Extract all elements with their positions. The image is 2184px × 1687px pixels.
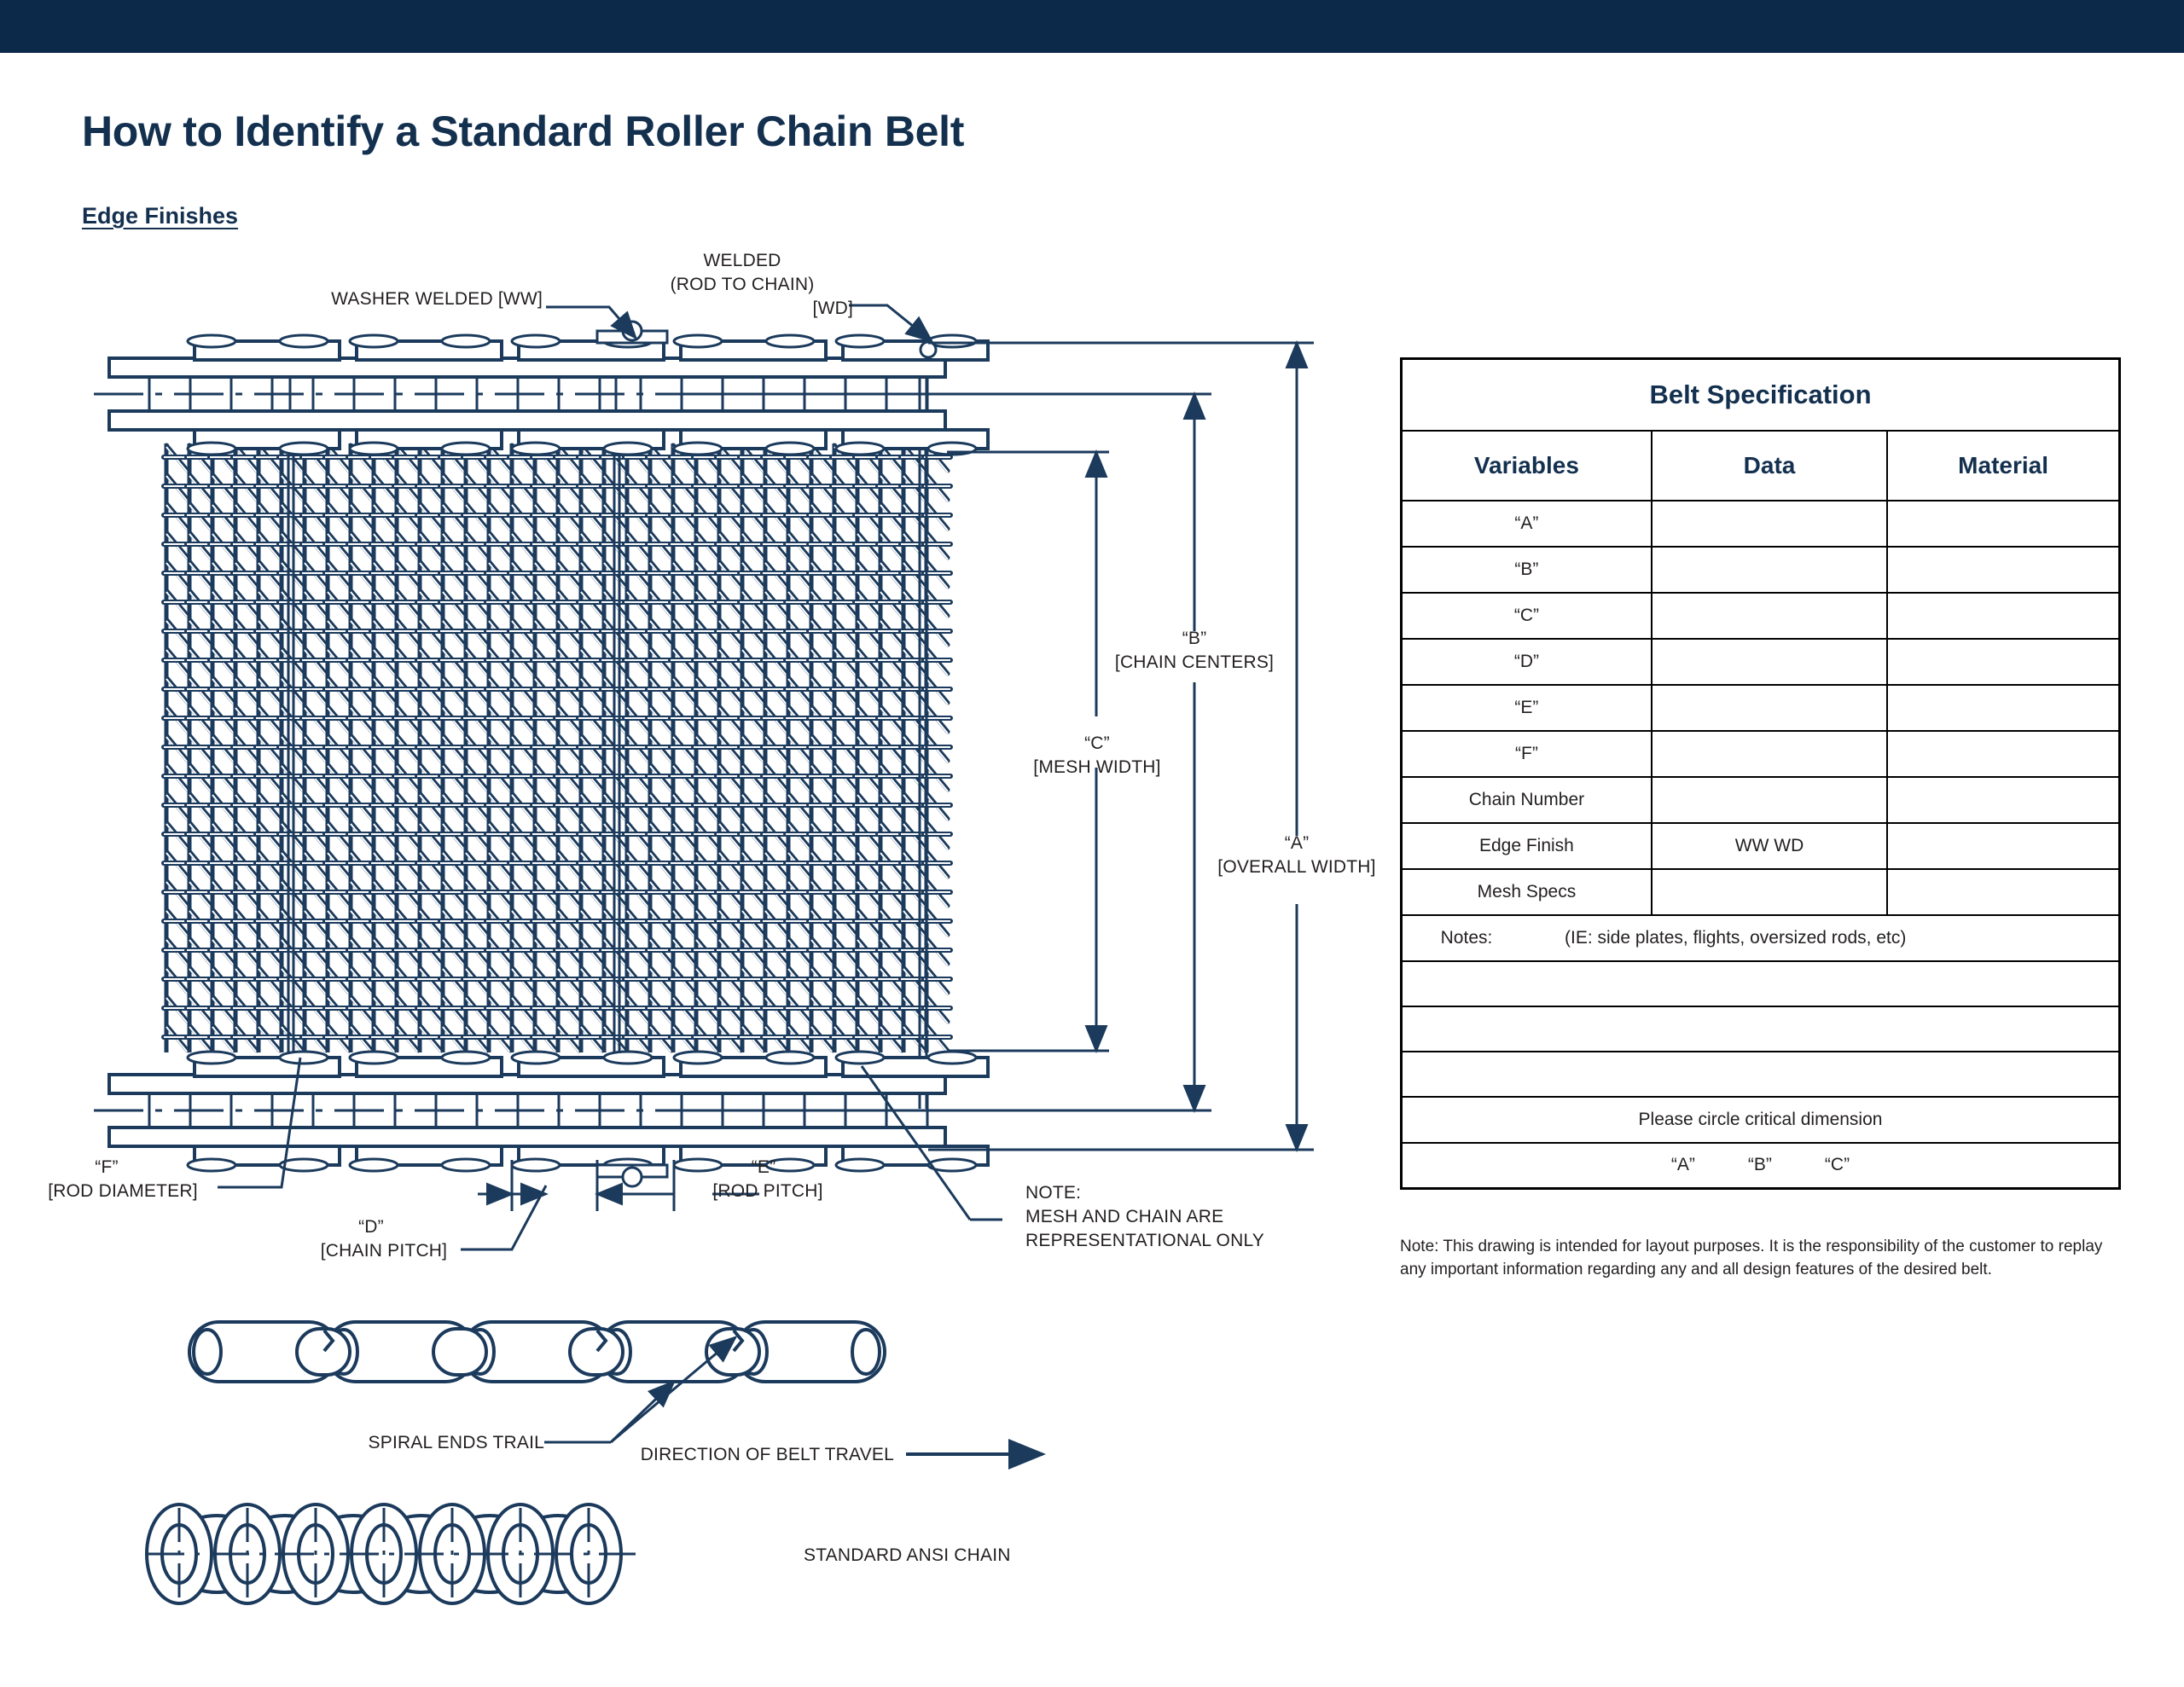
table-row: “D” <box>1400 637 2121 686</box>
table-row: Mesh Specs <box>1400 867 2121 916</box>
data-field-mesh-specs[interactable] <box>1650 867 1889 916</box>
spiral-ends-trail-label: SPIRAL ENDS TRAIL <box>368 1433 544 1452</box>
direction-of-belt-travel-label: DIRECTION OF BELT TRAVEL <box>640 1445 894 1464</box>
data-field-c[interactable] <box>1650 591 1889 640</box>
critical-dim-a[interactable]: “A” <box>1670 1155 1695 1175</box>
notes-cell: Notes: (IE: side plates, flights, oversi… <box>1400 913 2121 962</box>
table-row: “E” <box>1400 683 2121 732</box>
variable-label-chain-number: Chain Number <box>1400 775 1653 824</box>
material-field-b[interactable] <box>1886 545 2121 594</box>
data-field-chain-number[interactable] <box>1650 775 1889 824</box>
circle-critical-dimension-label: Please circle critical dimension <box>1400 1095 2121 1144</box>
blank-note-row <box>1400 1050 2121 1098</box>
belt-specification-title: Belt Specification <box>1400 357 2121 432</box>
data-field-b[interactable] <box>1650 545 1889 594</box>
data-field-f[interactable] <box>1650 729 1889 778</box>
blank-note-row <box>1400 959 2121 1007</box>
variable-label-d: “D” <box>1400 637 1653 686</box>
notes-row: Notes: (IE: side plates, flights, oversi… <box>1400 913 2121 962</box>
critical-dim-c[interactable]: “C” <box>1824 1155 1850 1175</box>
material-field-mesh-specs[interactable] <box>1886 867 2121 916</box>
dim-a-symbol: “A” <box>1284 833 1310 853</box>
notes-label: Notes: <box>1440 927 1493 948</box>
table-title-row: Belt Specification <box>1400 357 2121 432</box>
blank-note-row <box>1400 1005 2121 1052</box>
material-field-f[interactable] <box>1886 729 2121 778</box>
section-heading: Edge Finishes <box>82 203 239 229</box>
variable-label-f: “F” <box>1400 729 1653 778</box>
material-field-d[interactable] <box>1886 637 2121 686</box>
variable-label-b: “B” <box>1400 545 1653 594</box>
note-line3: REPRESENTATIONAL ONLY <box>1025 1231 1264 1250</box>
table-header-row: Variables Data Material <box>1400 429 2121 501</box>
variable-label-mesh-specs: Mesh Specs <box>1400 867 1653 916</box>
notes-example: (IE: side plates, flights, oversized rod… <box>1565 927 1907 948</box>
dim-d-symbol: “D” <box>358 1217 384 1237</box>
blank-note-field-2[interactable] <box>1400 1005 2121 1052</box>
variable-label-c: “C” <box>1400 591 1653 640</box>
technical-drawing <box>94 304 1314 1605</box>
table-row: “C” <box>1400 591 2121 640</box>
dim-e-label: [ROD PITCH] <box>712 1181 823 1201</box>
table-row: “A” <box>1400 499 2121 548</box>
table-footnote: Note: This drawing is intended for layou… <box>1400 1238 2103 1278</box>
callout-welded-line2: (ROD TO CHAIN) <box>670 275 815 294</box>
belt-specification-table: Belt Specification Variables Data Materi… <box>1400 357 2121 1190</box>
callout-washer-welded: WASHER WELDED [WW] <box>331 289 543 309</box>
dim-c-label: [MESH WIDTH] <box>1033 757 1161 777</box>
data-field-a[interactable] <box>1650 499 1889 548</box>
critical-dim-b[interactable]: “B” <box>1747 1155 1772 1175</box>
material-field-chain-number[interactable] <box>1886 775 2121 824</box>
table-row: “B” <box>1400 545 2121 594</box>
dim-c-symbol: “C” <box>1084 733 1110 753</box>
circle-instruction-row: Please circle critical dimension <box>1400 1095 2121 1144</box>
callout-welded-line1: WELDED <box>703 251 781 270</box>
dim-d-label: [CHAIN PITCH] <box>320 1241 448 1261</box>
column-header-variables: Variables <box>1400 429 1653 501</box>
column-header-data: Data <box>1650 429 1889 501</box>
critical-dimensions-cell: “A” “B” “C” <box>1400 1141 2121 1190</box>
variable-label-edge-finish: Edge Finish <box>1400 821 1653 870</box>
table-row: Edge Finish WW WD <box>1400 821 2121 870</box>
table-row: Chain Number <box>1400 775 2121 824</box>
material-field-c[interactable] <box>1886 591 2121 640</box>
variable-label-e: “E” <box>1400 683 1653 732</box>
critical-dims-row: “A” “B” “C” <box>1400 1141 2121 1190</box>
data-field-e[interactable] <box>1650 683 1889 732</box>
dim-e-symbol: “E” <box>751 1157 776 1177</box>
dim-a-label: [OVERALL WIDTH] <box>1217 857 1376 877</box>
dim-b-label: [CHAIN CENTERS] <box>1114 652 1275 672</box>
material-field-edge-finish[interactable] <box>1886 821 2121 870</box>
data-field-d[interactable] <box>1650 637 1889 686</box>
dim-f-symbol: “F” <box>95 1157 119 1177</box>
data-field-edge-finish[interactable]: WW WD <box>1650 821 1889 870</box>
dim-b-symbol: “B” <box>1182 629 1207 648</box>
dim-f-label: [ROD DIAMETER] <box>48 1181 198 1201</box>
variable-label-a: “A” <box>1400 499 1653 548</box>
material-field-e[interactable] <box>1886 683 2121 732</box>
header-bar <box>0 0 2184 53</box>
callout-welded-line3: [WD] <box>812 299 853 318</box>
material-field-a[interactable] <box>1886 499 2121 548</box>
page-title: How to Identify a Standard Roller Chain … <box>82 107 965 155</box>
table-row: “F” <box>1400 729 2121 778</box>
note-line2: MESH AND CHAIN ARE <box>1025 1207 1224 1226</box>
column-header-material: Material <box>1886 429 2121 501</box>
note-line1: NOTE: <box>1025 1183 1082 1203</box>
blank-note-field-3[interactable] <box>1400 1050 2121 1098</box>
standard-ansi-chain-label: STANDARD ANSI CHAIN <box>804 1545 1011 1565</box>
blank-note-field-1[interactable] <box>1400 959 2121 1007</box>
